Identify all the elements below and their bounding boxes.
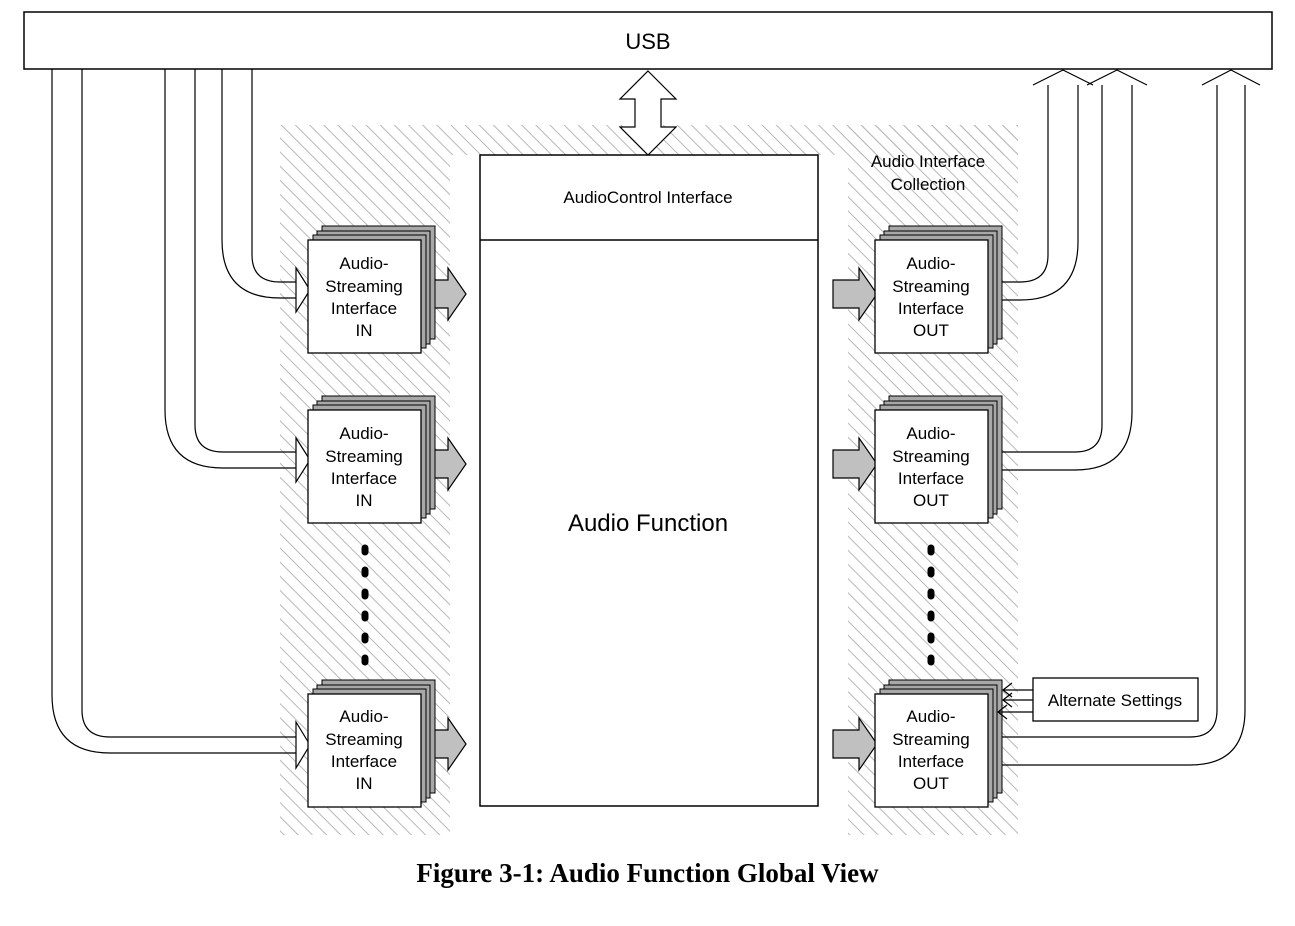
streaming-out-3-line4: OUT <box>913 774 949 793</box>
streaming-in-3-line2: Streaming <box>325 730 402 749</box>
streaming-in-2-line3: Interface <box>331 469 397 488</box>
streaming-out-1-line4: OUT <box>913 321 949 340</box>
audio-function-label: Audio Function <box>568 510 728 537</box>
streaming-in-1-line2: Streaming <box>325 277 402 296</box>
streaming-out-2: Audio- Streaming Interface OUT <box>874 395 1003 524</box>
collection-label-line2: Collection <box>891 175 966 194</box>
streaming-out-1-line3: Interface <box>898 299 964 318</box>
function-to-out-arrows <box>832 266 878 772</box>
collection-label-line1: Audio Interface <box>871 152 985 171</box>
out-to-usb-channels <box>988 69 1261 766</box>
streaming-out-2-line2: Streaming <box>892 447 969 466</box>
audio-function-block <box>479 154 819 807</box>
alternate-settings-label: Alternate Settings <box>1048 691 1182 710</box>
streaming-out-1-line1: Audio- <box>906 254 955 273</box>
audio-control-interface-label: AudioControl Interface <box>563 188 732 207</box>
streaming-in-2: Audio- Streaming Interface IN <box>307 395 436 524</box>
streaming-out-2-line4: OUT <box>913 491 949 510</box>
streaming-in-1: Audio- Streaming Interface IN <box>307 225 436 354</box>
streaming-in-1-line1: Audio- <box>339 254 388 273</box>
streaming-in-1-line4: IN <box>356 321 373 340</box>
alternate-settings-arrows <box>997 682 1033 720</box>
streaming-in-3-line4: IN <box>356 774 373 793</box>
streaming-in-1-line3: Interface <box>331 299 397 318</box>
streaming-in-3-line3: Interface <box>331 752 397 771</box>
streaming-out-3: Audio- Streaming Interface OUT <box>874 679 1003 808</box>
usb-bus <box>23 11 1273 70</box>
streaming-out-2-line1: Audio- <box>906 424 955 443</box>
streaming-in-2-line1: Audio- <box>339 424 388 443</box>
streaming-out-3-line2: Streaming <box>892 730 969 749</box>
streaming-in-2-line2: Streaming <box>325 447 402 466</box>
streaming-out-3-line3: Interface <box>898 752 964 771</box>
usb-to-in-channels <box>51 69 311 771</box>
figure-caption: Figure 3-1: Audio Function Global View <box>416 858 879 888</box>
streaming-in-3-line1: Audio- <box>339 707 388 726</box>
streaming-out-2-line3: Interface <box>898 469 964 488</box>
alternate-settings: Alternate Settings <box>997 677 1199 722</box>
streaming-out-1-line2: Streaming <box>892 277 969 296</box>
streaming-out-3-line1: Audio- <box>906 707 955 726</box>
streaming-in-3: Audio- Streaming Interface IN <box>307 679 436 808</box>
usb-label: USB <box>625 29 670 54</box>
streaming-out-1: Audio- Streaming Interface OUT <box>874 225 1003 354</box>
streaming-in-2-line4: IN <box>356 491 373 510</box>
